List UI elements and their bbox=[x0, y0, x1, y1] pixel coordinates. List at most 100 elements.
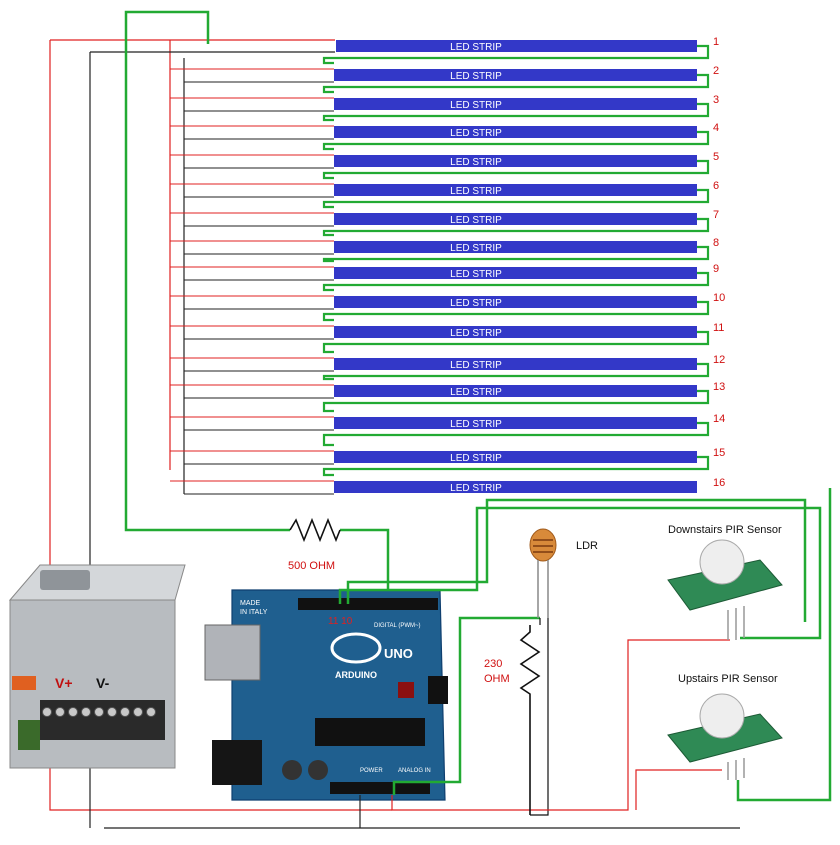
led-strip-label: LED STRIP bbox=[450, 298, 502, 309]
red-bus-left bbox=[49, 40, 392, 811]
led-strip-number: 11 bbox=[713, 322, 724, 334]
psu-fan-grill bbox=[40, 570, 90, 590]
green-downstairs-aux bbox=[346, 498, 807, 622]
led-strip-bar bbox=[334, 417, 697, 429]
led-strip-label: LED STRIP bbox=[450, 100, 502, 111]
green-to-pin bbox=[340, 528, 390, 606]
green-downstairs-pir bbox=[338, 506, 822, 640]
psu-terminal-screw bbox=[94, 707, 104, 717]
led-strip-bar bbox=[334, 451, 697, 463]
led-strip-bar bbox=[334, 241, 697, 253]
wires-layer bbox=[49, 10, 740, 829]
strip-data-link bbox=[322, 362, 710, 381]
led-strip-bar bbox=[334, 326, 697, 338]
arduino-logo-icon bbox=[330, 632, 382, 664]
arduino-digital-label: DIGITAL (PWM~) bbox=[374, 623, 421, 629]
psu-top bbox=[8, 564, 186, 601]
led-strip-label: LED STRIP bbox=[450, 243, 502, 254]
led-strip-label: LED STRIP bbox=[450, 419, 502, 430]
strip-data-link bbox=[322, 159, 710, 180]
psu-pcb bbox=[18, 720, 40, 750]
psu-terminal-screw bbox=[42, 707, 52, 717]
ldr-label: LDR bbox=[576, 540, 598, 552]
resistor-230-label-1: 230 bbox=[484, 658, 502, 670]
psu-terminal-screw bbox=[133, 707, 143, 717]
led-strip-bar bbox=[334, 213, 697, 225]
psu-terminal-screw bbox=[146, 707, 156, 717]
led-strip-bar bbox=[334, 155, 697, 167]
strip-data-link bbox=[322, 130, 710, 151]
led-strip-label: LED STRIP bbox=[450, 453, 502, 464]
led-strip-number: 4 bbox=[713, 122, 719, 134]
pir-down-label: Downstairs PIR Sensor bbox=[668, 524, 782, 536]
pir-up-label: Upstairs PIR Sensor bbox=[678, 673, 778, 685]
led-strip-number: 9 bbox=[713, 263, 719, 275]
strip-data-link bbox=[322, 421, 710, 447]
green-ldr bbox=[392, 616, 540, 795]
led-strip-label: LED STRIP bbox=[450, 157, 502, 168]
led-strip-bar bbox=[334, 385, 697, 397]
led-strip-label: LED STRIP bbox=[450, 215, 502, 226]
led-strip-number: 13 bbox=[713, 381, 725, 393]
led-strip-bar bbox=[334, 184, 697, 196]
arduino-made-label: MADE bbox=[240, 600, 261, 607]
strip-data-link bbox=[322, 330, 710, 354]
power-supply-unit: V+ V- bbox=[8, 564, 186, 769]
strip-data-link bbox=[322, 217, 710, 237]
power-jack bbox=[212, 740, 262, 785]
downstairs-pir-sensor: Downstairs PIR Sensor bbox=[667, 524, 783, 640]
green-signal-wire bbox=[124, 10, 290, 532]
analog-header bbox=[330, 782, 430, 794]
red-pir-power bbox=[391, 639, 730, 811]
atmega-chip bbox=[315, 718, 425, 746]
resistor-230-label-2: OHM bbox=[484, 673, 510, 685]
strip-data-link bbox=[322, 73, 710, 94]
ldr-sensor: LDR bbox=[529, 528, 598, 618]
led-strip-label: LED STRIP bbox=[450, 42, 502, 53]
psu-terminals bbox=[42, 707, 156, 717]
led-strip-number: 12 bbox=[713, 354, 725, 366]
arduino-brand-label: ARDUINO bbox=[335, 670, 377, 680]
led-strip-bar bbox=[334, 267, 697, 279]
psu-vplus-label: V+ bbox=[55, 675, 73, 691]
resistor-500-label: 500 OHM bbox=[288, 560, 335, 572]
led-strip-number: 6 bbox=[713, 180, 719, 192]
led-strip-number: 15 bbox=[713, 447, 725, 459]
reset-button bbox=[398, 682, 414, 698]
capacitor-1 bbox=[282, 760, 302, 780]
led-strip-number: 16 bbox=[713, 477, 725, 489]
icsp-header bbox=[428, 676, 448, 704]
resistor-500-ohm: 500 OHM bbox=[288, 517, 341, 572]
psu-terminal-screw bbox=[120, 707, 130, 717]
psu-terminal-block bbox=[40, 700, 165, 740]
led-strip-label: LED STRIP bbox=[450, 128, 502, 139]
led-strip-label: LED STRIP bbox=[450, 387, 502, 398]
arduino-model-label: UNO bbox=[384, 646, 413, 661]
psu-terminal-screw bbox=[55, 707, 65, 717]
psu-terminal-screw bbox=[107, 707, 117, 717]
led-strip-number: 8 bbox=[713, 237, 719, 249]
usb-port bbox=[204, 624, 261, 681]
led-strip-label: LED STRIP bbox=[450, 360, 502, 371]
capacitor-2 bbox=[308, 760, 328, 780]
strip-data-link bbox=[322, 389, 710, 413]
led-strip-bar bbox=[334, 69, 697, 81]
led-strip-bar bbox=[336, 40, 697, 52]
led-strip-number: 7 bbox=[713, 209, 719, 221]
strip-data-link bbox=[322, 245, 710, 263]
pir-up-dome bbox=[699, 693, 745, 739]
upstairs-pir-sensor: Upstairs PIR Sensor bbox=[667, 673, 783, 780]
led-strip-bar bbox=[334, 98, 697, 110]
pir-down-dome bbox=[699, 539, 745, 585]
arduino-italy-label: IN ITALY bbox=[240, 609, 268, 616]
led-strip-bar bbox=[334, 126, 697, 138]
led-strip-number: 2 bbox=[713, 65, 719, 77]
psu-vminus-label: V- bbox=[96, 675, 110, 691]
arduino-pin-numbers: 11 10 bbox=[328, 616, 353, 627]
arduino-analog-label: ANALOG IN bbox=[398, 768, 431, 774]
led-strip-label: LED STRIP bbox=[450, 269, 502, 280]
arduino-uno: MADE IN ITALY ARDUINO UNO DIGITAL (PWM~)… bbox=[204, 589, 448, 801]
